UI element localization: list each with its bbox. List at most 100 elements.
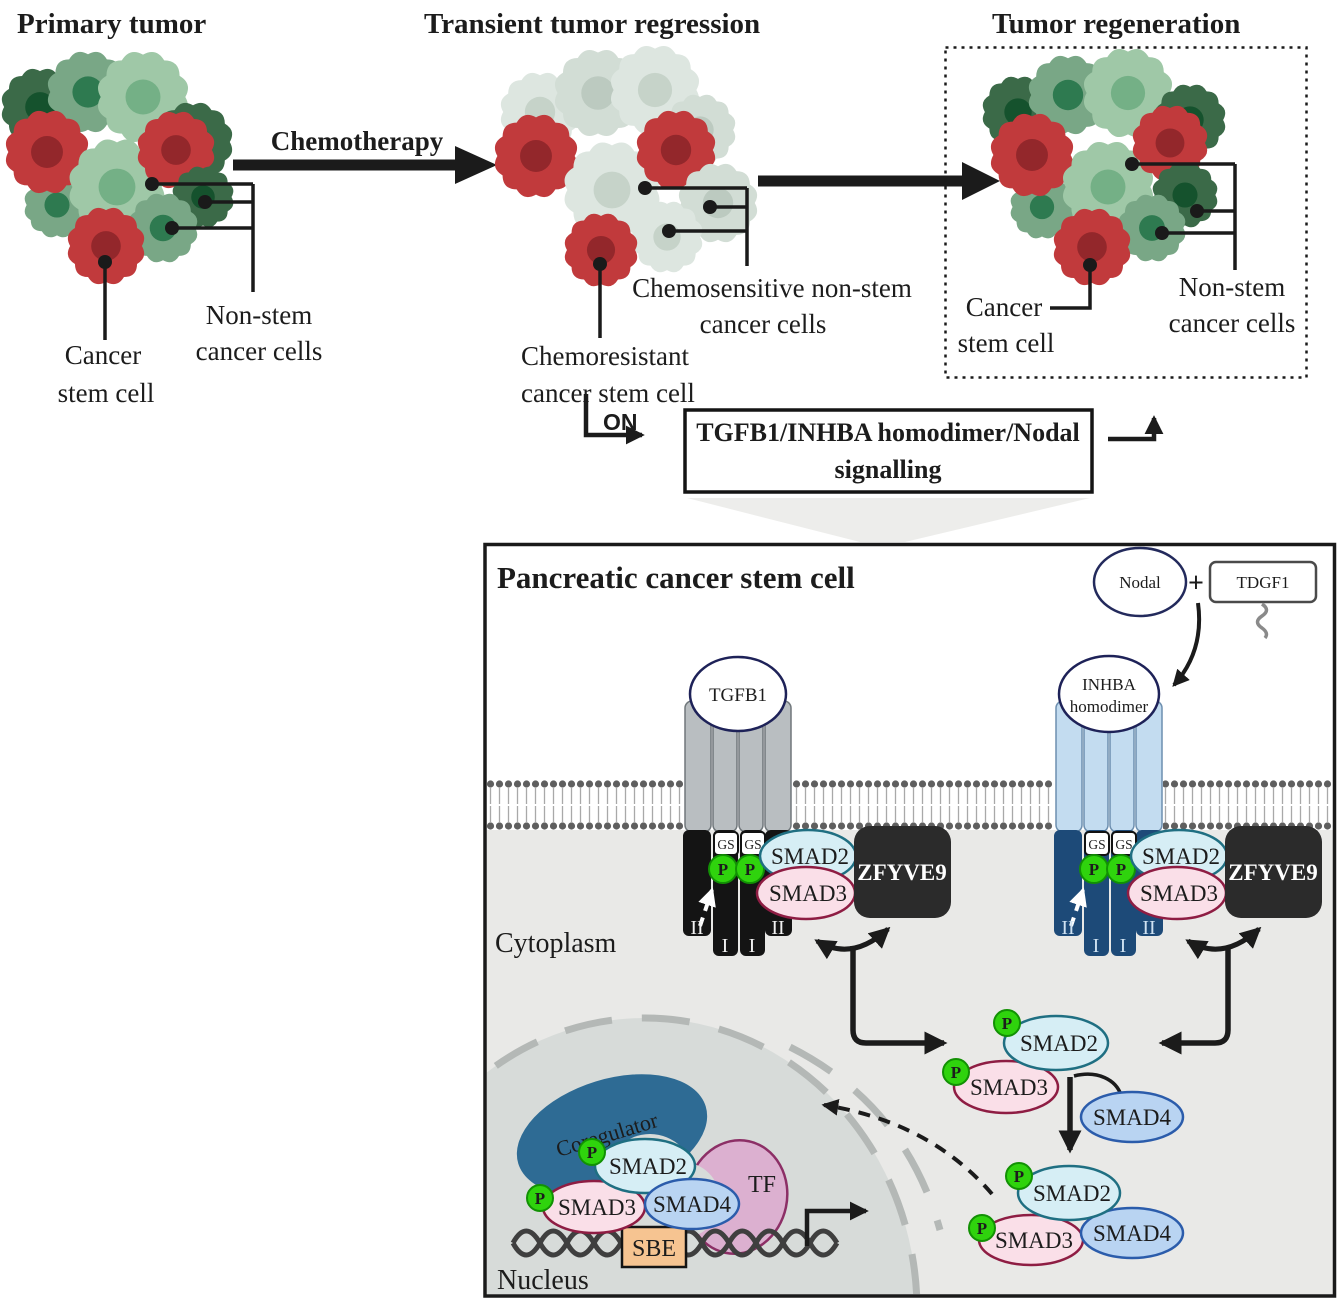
cancer-stem-label-line2: stem cell <box>58 378 155 408</box>
on-arrow <box>583 394 645 445</box>
nuclear-import-dashed-arrow <box>821 1098 994 1196</box>
gs-label: GS <box>717 837 734 852</box>
regen-nonstem-line1: Non-stem <box>1179 272 1285 302</box>
receptor-phospho <box>735 854 765 884</box>
chemoresistant-label-line1: Chemoresistant <box>521 341 689 371</box>
smad2-ellipse <box>1016 1164 1122 1222</box>
nuclear-smad3-phospho <box>526 1184 554 1212</box>
smad2-phospho <box>993 1009 1021 1037</box>
transcription-arrow <box>804 1201 869 1246</box>
shuttle-arrow <box>1185 926 1262 960</box>
zfyve9-label: ZFYVE9 <box>1228 860 1317 885</box>
nodal-label: Nodal <box>1119 573 1161 592</box>
smad2-ellipse <box>1002 1014 1110 1072</box>
regen-cancer-stem-line2: stem cell <box>958 328 1055 358</box>
signalling-box-line2: signalling <box>835 455 942 484</box>
smad3-phospho <box>968 1214 996 1242</box>
zfyve9-box <box>854 826 951 918</box>
zfyve9-box <box>1225 826 1322 918</box>
smad234-trimer-complex: SMAD2 SMAD3 SMAD4 P P <box>968 1162 1185 1267</box>
nodal-to-receptor-arrow <box>1172 602 1202 687</box>
nucleus-label: Nucleus <box>497 1265 589 1296</box>
nuclear-smad2-phospho <box>578 1138 606 1166</box>
gs-label: GS <box>1088 837 1105 852</box>
smad3-label: SMAD3 <box>970 1075 1048 1100</box>
nuclear-smad4-ellipse <box>643 1177 741 1231</box>
stage2-title: Transient tumor regression <box>424 8 760 40</box>
type1-receptor-label: I <box>722 935 729 957</box>
free-smad4-ellipse <box>1079 1090 1185 1144</box>
gs-label: GS <box>1115 837 1132 852</box>
cell-panel-border <box>483 542 1337 1298</box>
stage3-title: Tumor regeneration <box>992 8 1240 40</box>
plus-sign: + <box>1188 568 1204 599</box>
tgfb1-to-smad-arrow <box>850 946 948 1055</box>
smad2-phospho-label: P <box>1002 1014 1012 1033</box>
phospho-label: P <box>718 860 728 879</box>
type2-receptor-label: II <box>1061 917 1074 939</box>
smad2-phospho <box>1005 1162 1033 1190</box>
smad3-phospho <box>942 1058 970 1086</box>
box-to-regeneration-arrow <box>1108 415 1164 442</box>
regeneration-dotted-box <box>944 46 1308 379</box>
smad3-label: SMAD3 <box>995 1228 1073 1253</box>
primary-tumor-leaders <box>103 182 255 340</box>
phospho-label: P <box>745 860 755 879</box>
receptor-smad2-label: SMAD2 <box>771 844 849 869</box>
cancer-stem-label-line1: Cancer <box>65 340 141 370</box>
smad3-ellipse <box>952 1059 1060 1115</box>
nuclear-smad2-label: SMAD2 <box>609 1154 687 1179</box>
smad4-recruitment-curve <box>1073 1072 1123 1096</box>
chemoresistant-label-line2: cancer stem cell <box>521 378 695 408</box>
primary-tumor-cluster <box>1 51 234 285</box>
regressed-tumor-cluster <box>494 45 758 287</box>
regenerated-tumor-leader-dots <box>1083 157 1204 272</box>
inhba-ligand-ellipse <box>1057 654 1161 734</box>
phospho-smad23-complex: SMAD2 SMAD3 P P <box>942 1009 1110 1115</box>
signalling-box <box>683 408 1094 494</box>
receptor-smad3-label: SMAD3 <box>769 881 847 906</box>
inhba-receptor-complex: INHBA homodimer GS GS P P II II I I SMAD… <box>1054 654 1322 960</box>
smad2-label: SMAD2 <box>1020 1031 1098 1056</box>
cytoplasm-label: Cytoplasm <box>495 928 617 959</box>
stage1-title: Primary tumor <box>17 8 206 40</box>
receptor-smad2-label: SMAD2 <box>1142 844 1220 869</box>
receptor-smad3-label: SMAD3 <box>1140 881 1218 906</box>
zfyve9-label: ZFYVE9 <box>857 860 946 885</box>
gs-label: GS <box>744 837 761 852</box>
inhba-to-smad-arrow <box>1158 946 1231 1055</box>
smad3-phospho-label: P <box>977 1219 987 1238</box>
nuclear-smad2-phospho-label: P <box>587 1143 597 1162</box>
tdgf1-anchor-squiggle <box>1255 602 1269 640</box>
regressed-tumor-leaders <box>598 186 749 338</box>
regenerated-tumor-cluster <box>982 48 1226 286</box>
tgfb1-ligand-ellipse <box>688 655 788 733</box>
primary-tumor-leader-dots <box>98 177 212 269</box>
regen-nonstem-line2: cancer cells <box>1169 308 1296 338</box>
tf-label: TF <box>748 1172 776 1198</box>
smad4-label: SMAD4 <box>1093 1221 1171 1246</box>
funnel-shape <box>687 498 1090 542</box>
free-smad4-label: SMAD4 <box>1093 1105 1171 1130</box>
chemotherapy-label: Chemotherapy <box>271 126 444 156</box>
type2-receptor-label: II <box>771 917 784 939</box>
inhba-ligand-label-line2: homodimer <box>1070 697 1149 716</box>
sbe-box <box>620 1225 688 1269</box>
plasma-membrane <box>486 779 1334 831</box>
tdgf1-box <box>1208 560 1318 604</box>
smad3-phospho-label: P <box>951 1063 961 1082</box>
chemosensitive-label-line1: Chemosensitive non-stem <box>632 273 912 303</box>
nodal-ellipse <box>1092 546 1188 618</box>
smad2-phospho-label: P <box>1014 1167 1024 1186</box>
nuclear-smad2-ellipse <box>593 1137 697 1195</box>
nuclear-smad4-label: SMAD4 <box>653 1192 731 1217</box>
inhba-ligand-label-line1: INHBA <box>1082 675 1137 694</box>
regeneration-arrow <box>758 162 1000 200</box>
type1-receptor-label: I <box>749 935 756 957</box>
chemosensitive-label-line2: cancer cells <box>700 309 827 339</box>
panel-title: Pancreatic cancer stem cell <box>497 560 855 595</box>
nonstem-label-line2: cancer cells <box>196 336 323 366</box>
nuclear-smad3-label: SMAD3 <box>558 1195 636 1220</box>
transphosphorylation-arrow <box>698 887 716 927</box>
